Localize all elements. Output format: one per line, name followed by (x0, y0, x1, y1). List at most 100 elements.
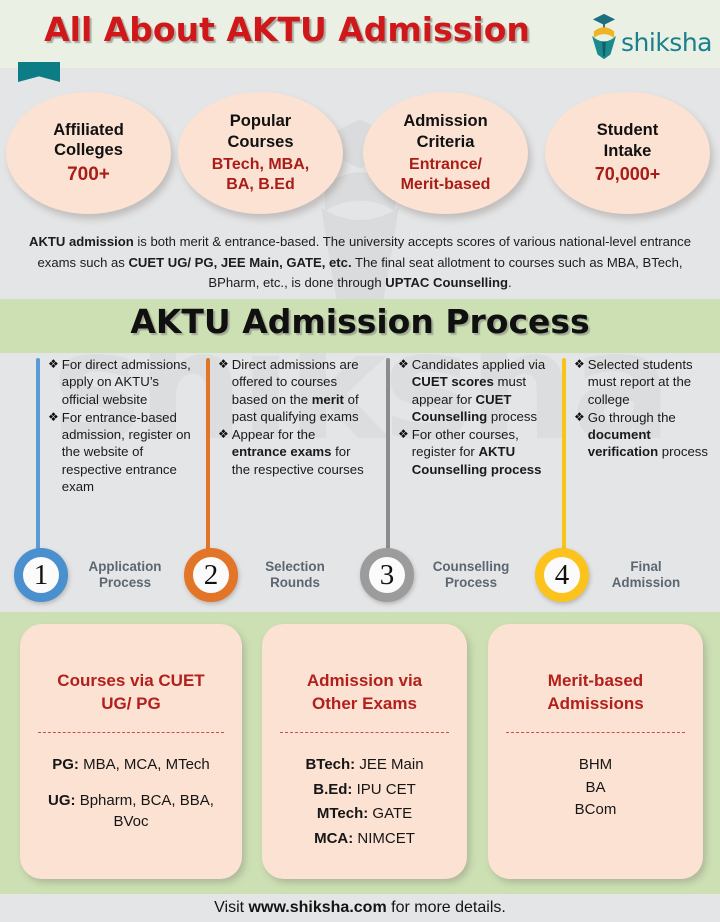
step-label-line1: Selection (265, 558, 325, 574)
intro-text-3: . (507, 275, 512, 291)
process-bullet-text: For direct admissions, apply on AKTU’s o… (61, 357, 191, 407)
card-row: PG: MBA, MCA, MTech (32, 754, 230, 776)
diamond-bullet-icon: ❖ (574, 409, 585, 424)
step-label: Final Admission (598, 559, 694, 592)
diamond-bullet-icon: ❖ (398, 427, 409, 442)
process-bullet-text: For other courses, register for AKTU Cou… (411, 427, 542, 477)
step-number-circle: 1 (14, 548, 68, 602)
process-bullet-text: Direct admissions are offered to courses… (231, 357, 359, 424)
card-row: B.Ed: IPU CET (274, 779, 455, 801)
stat-title-line2: Colleges (54, 141, 123, 160)
step-label-line2: Process (98, 575, 152, 590)
card-divider (280, 731, 449, 733)
stat-value-line2: Merit-based (400, 175, 491, 193)
card-courses-via-cuet: Courses via CUET UG/ PG PG: MBA, MCA, MT… (20, 624, 242, 879)
footer-suffix: for more details. (386, 899, 506, 916)
card-row: UG: Bpharm, BCA, BBA, BVoc (32, 790, 230, 834)
stat-title-line1: Admission (403, 112, 488, 131)
diamond-bullet-icon: ❖ (398, 357, 409, 371)
brand-name: shiksha (621, 28, 712, 57)
stat-value-line1: BTech, MBA, (211, 155, 310, 173)
card-row-value: GATE (368, 805, 413, 823)
intro-bold-1: AKTU admission (28, 234, 134, 249)
process-bullet-text: Appear for the entrance exams for the re… (231, 427, 364, 477)
process-bullet-list: ❖Selected students must report at the co… (574, 356, 710, 462)
step-label-line1: Final (630, 558, 662, 574)
step-label: Application Process (77, 559, 173, 592)
intro-bold-3: UPTAC Counselling (385, 275, 508, 291)
step-number-circle: 2 (184, 548, 238, 602)
column-accent-rule (386, 358, 390, 558)
card-admission-via-other-exams: Admission via Other Exams BTech: JEE Mai… (262, 624, 467, 879)
process-bullet-list: ❖Direct admissions are offered to course… (218, 356, 364, 479)
decorative-ribbon (18, 62, 60, 82)
step-label: Counselling Process (423, 559, 519, 592)
stat-card-admission-criteria: Admission Criteria Entrance/ Merit-based (363, 92, 528, 214)
process-section-band: AKTU Admission Process (0, 299, 720, 353)
card-row-value: JEE Main (355, 755, 424, 773)
diamond-bullet-icon: ❖ (218, 427, 229, 442)
intro-bold-2: CUET UG/ PG, JEE Main, GATE, etc. (128, 254, 352, 270)
process-bullet: ❖Selected students must report at the co… (574, 356, 710, 408)
stat-title-line2: Courses (227, 133, 294, 151)
process-bullet: ❖Candidates applied via CUET scores must… (398, 356, 551, 425)
column-accent-rule (36, 358, 40, 558)
page-title: All About AKTU Admission (44, 10, 530, 49)
card-title-line2: UG/ PG (101, 693, 161, 713)
step-label-line1: Counselling (432, 558, 510, 574)
column-accent-rule (206, 358, 210, 558)
card-row-label: UG: (48, 791, 76, 809)
card-row-label: BTech: (305, 755, 356, 773)
process-bullet-text: Candidates applied via CUET scores must … (411, 357, 546, 424)
stat-card-affiliated-colleges: Affiliated Colleges 700+ (6, 92, 171, 214)
diamond-bullet-icon: ❖ (218, 357, 229, 371)
card-row: BA (500, 777, 691, 799)
card-title-line1: Courses via CUET (57, 671, 205, 690)
step-number-circle: 4 (535, 548, 589, 602)
process-bullet: ❖Go through the document verification pr… (574, 409, 710, 461)
footer-website-link[interactable]: www.shiksha.com (248, 899, 387, 916)
card-row: BTech: JEE Main (274, 754, 455, 776)
step-label-line1: Application (88, 558, 162, 574)
footer-prefix: Visit (214, 899, 249, 916)
process-bullet: ❖For entrance-based admission, register … (48, 409, 196, 495)
card-title-line1: Merit-based (547, 671, 644, 690)
process-bullet-text: Go through the document verification pro… (587, 409, 708, 460)
process-bullet: ❖For other courses, register for AKTU Co… (398, 426, 551, 478)
process-section-title: AKTU Admission Process (130, 302, 590, 341)
step-4: 4 Final Admission (535, 548, 694, 602)
step-label-line2: Process (444, 575, 498, 590)
step-indicators: 1 Application Process 2 Selection Rounds… (0, 548, 720, 610)
process-bullet-text: For entrance-based admission, register o… (61, 409, 191, 494)
card-row-label: MTech: (316, 805, 369, 823)
diamond-bullet-icon: ❖ (48, 409, 59, 424)
card-title: Admission via Other Exams (274, 670, 455, 716)
card-row-value: MBA, MCA, MTech (78, 755, 210, 773)
card-row-label: PG: (52, 755, 79, 773)
card-row-value: IPU CET (352, 780, 416, 798)
graduation-cap-logo-icon (592, 13, 617, 60)
footer: Visit www.shiksha.com for more details. (0, 894, 720, 922)
process-bullet: ❖For direct admissions, apply on AKTU’s … (48, 356, 196, 408)
diamond-bullet-icon: ❖ (574, 357, 585, 371)
card-title-line2: Other Exams (312, 693, 417, 713)
process-bullet-list: ❖For direct admissions, apply on AKTU’s … (48, 356, 196, 496)
card-divider (506, 731, 685, 733)
step-label-line2: Rounds (270, 575, 320, 590)
stat-value: 70,000+ (594, 164, 661, 185)
stat-title-line1: Popular (229, 112, 292, 131)
card-row-value: BCom (574, 801, 617, 819)
card-row-label: MCA: (314, 830, 354, 848)
process-bullet-list: ❖Candidates applied via CUET scores must… (398, 356, 551, 479)
step-number-circle: 3 (360, 548, 414, 602)
stat-card-student-intake: Student Intake 70,000+ (545, 92, 710, 214)
step-1: 1 Application Process (14, 548, 173, 602)
card-row-value: Bpharm, BCA, BBA, BVoc (75, 791, 214, 831)
process-bullet: ❖Direct admissions are offered to course… (218, 356, 364, 425)
course-cards: Courses via CUET UG/ PG PG: MBA, MCA, MT… (0, 624, 720, 886)
